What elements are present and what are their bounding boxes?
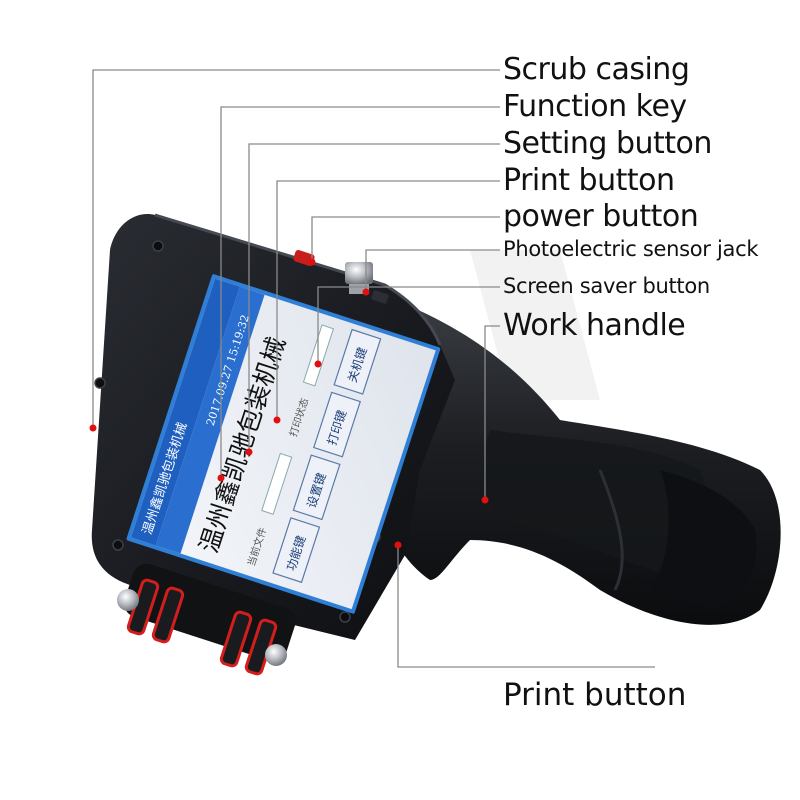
marker-dots [89,258,489,549]
leader-lines [92,69,655,668]
photoelectric-sensor-jack [345,262,373,294]
label-screen-saver-button: Screen saver button [503,274,710,298]
screen-saver-button [371,290,389,304]
label-setting-button: Setting button [503,126,712,161]
function-key: 功能键 [272,517,321,584]
inkjet-printer-device: 温州鑫凯驰包装机械 2017.09.27 15:19:32 2017.09.27… [91,213,781,676]
touch-screen: 温州鑫凯驰包装机械 2017.09.27 15:19:32 2017.09.27… [126,274,441,614]
label-scrub-casing: Scrub casing [503,52,690,87]
label-photoelectric-sensor-jack: Photoelectric sensor jack [503,237,759,261]
label-work-handle: Work handle [503,308,686,343]
print-key: 打印键 [313,391,361,458]
print-head-rollers [117,563,296,676]
shutdown-key: 关机键 [333,328,382,395]
label-print-button-bottom: Print button [503,677,687,713]
setting-button: 设置键 [292,454,341,521]
label-function-key: Function key [503,89,687,124]
label-power-button: power button [503,199,699,234]
label-print-button-top: Print button [503,163,675,198]
